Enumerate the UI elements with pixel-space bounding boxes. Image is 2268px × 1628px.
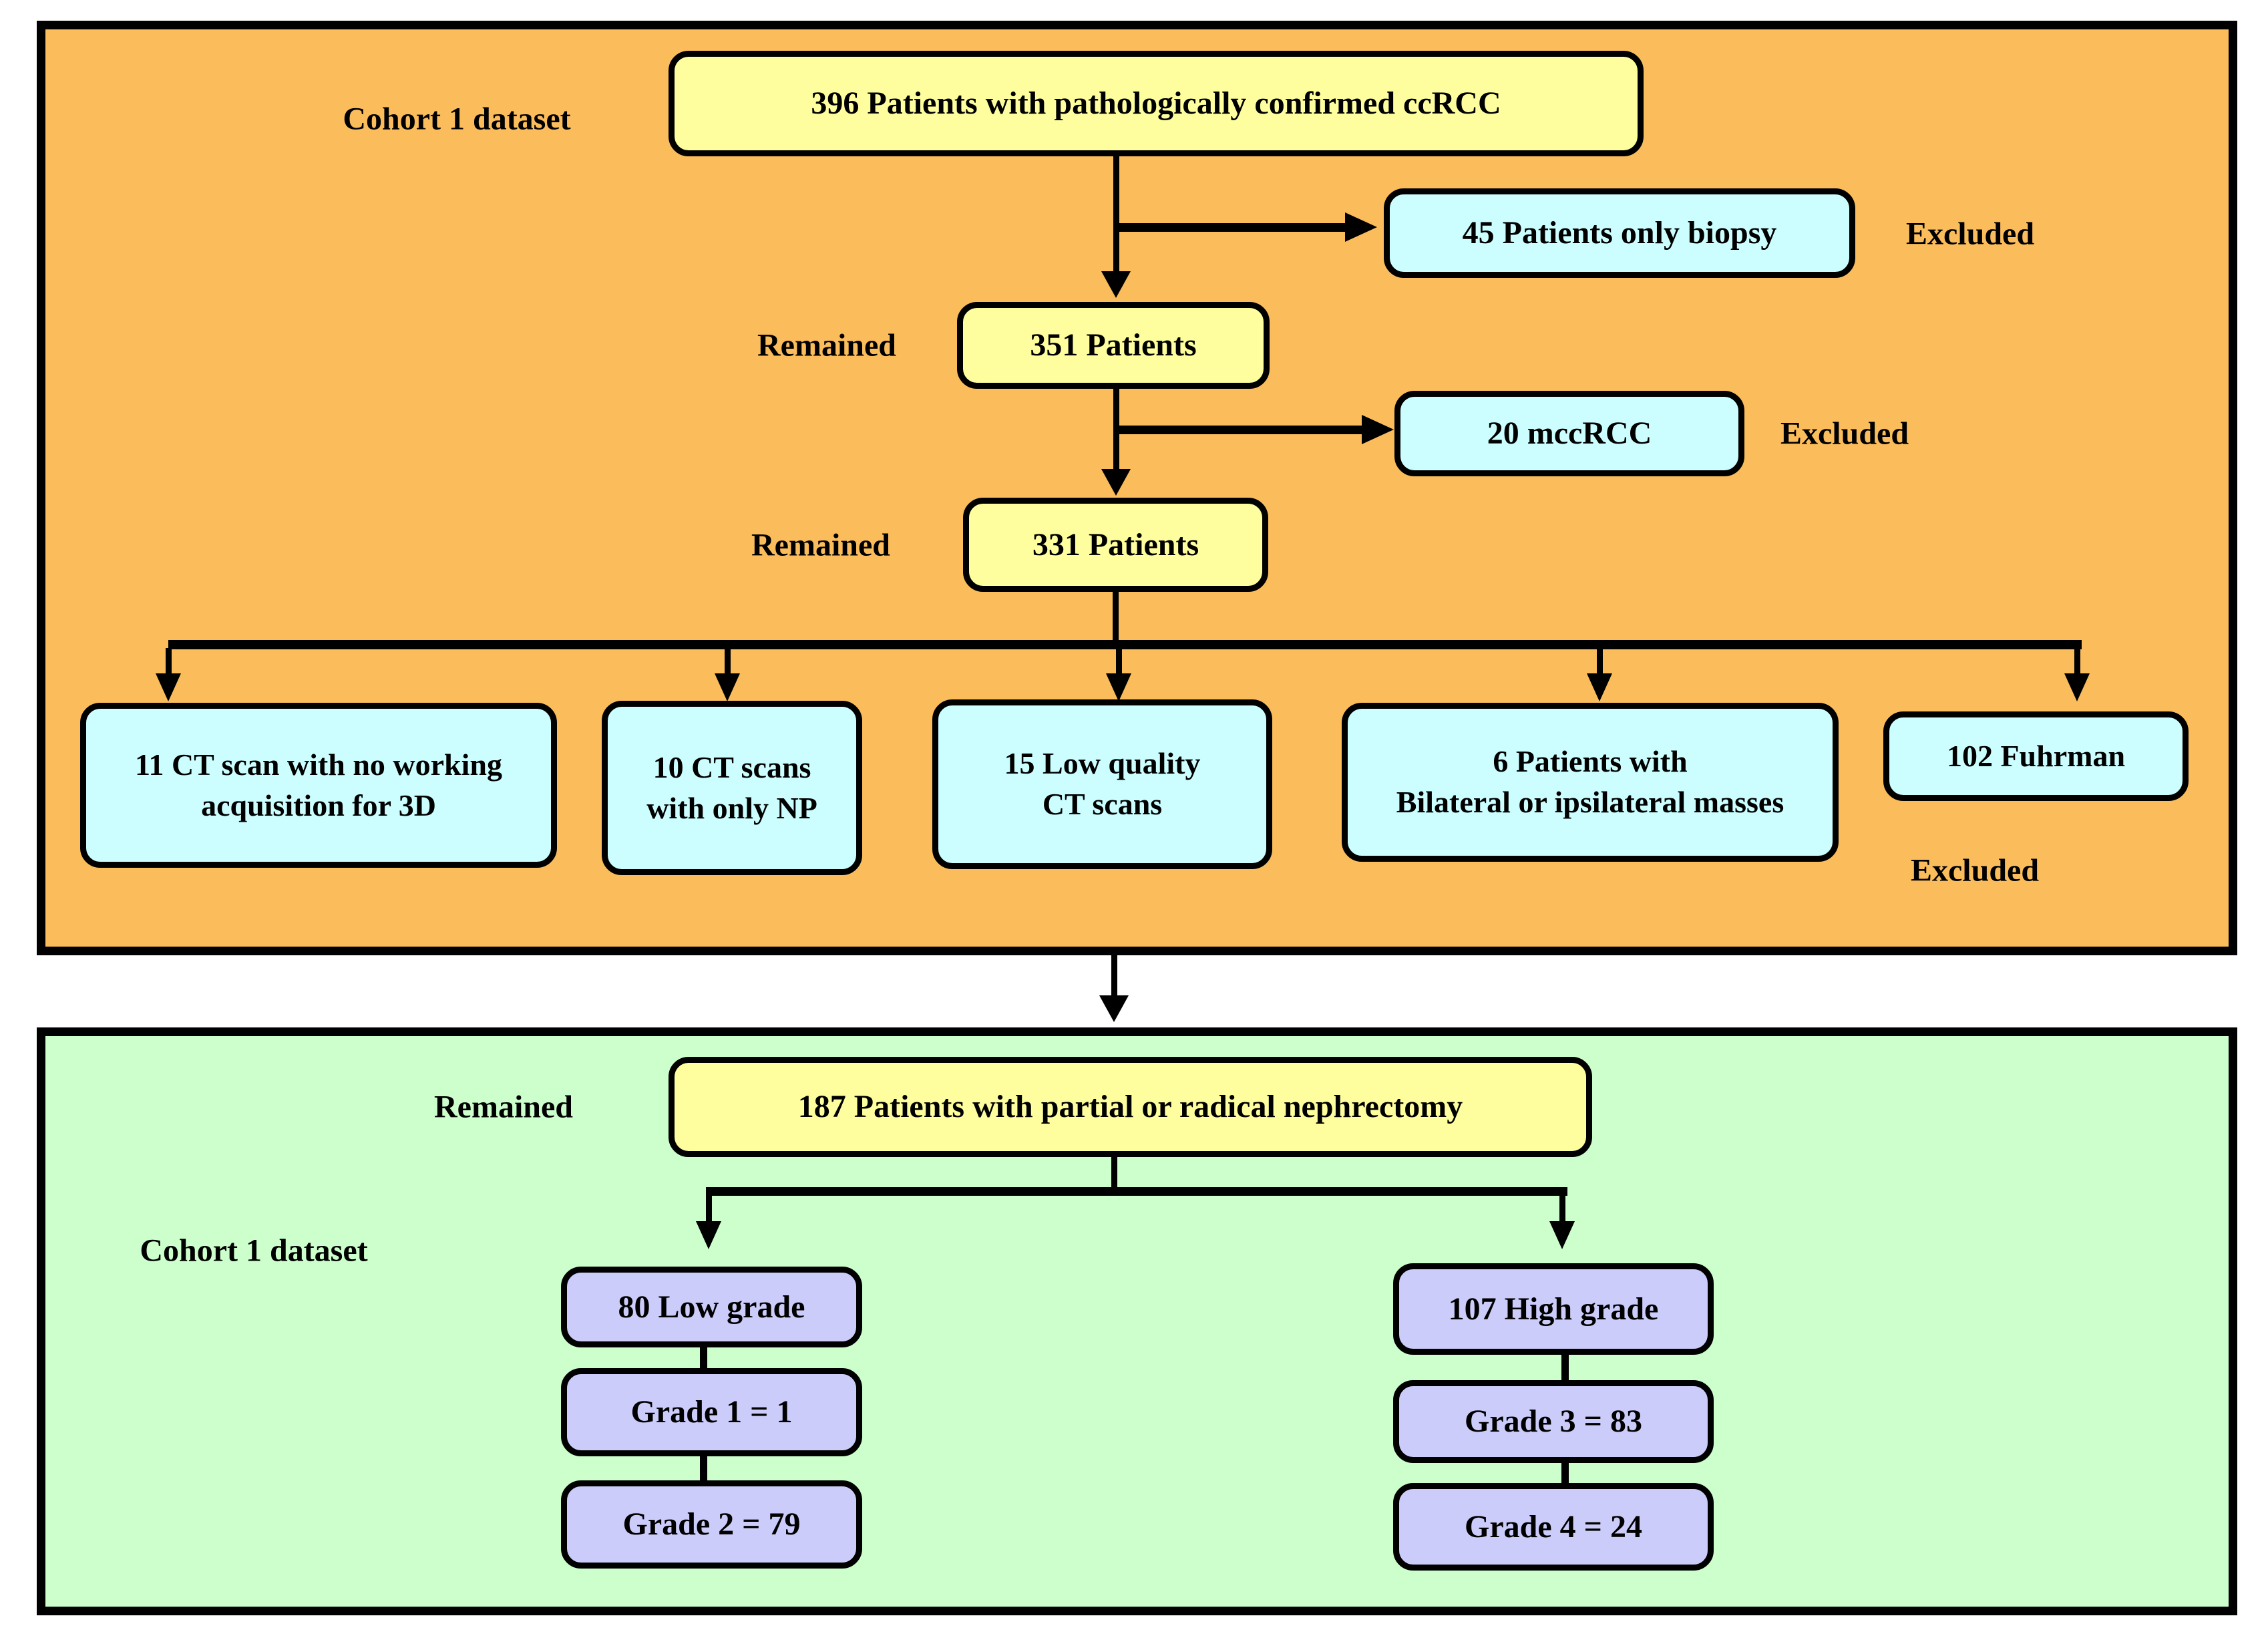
node-excl-bilateral: 6 Patients with Bilateral or ipsilateral…	[1342, 703, 1839, 862]
excluded-label-mccrcc: Excluded	[1780, 416, 1909, 452]
node-grade-3: Grade 3 = 83	[1393, 1380, 1714, 1463]
arrowhead-drop-1	[156, 673, 181, 701]
node-excl-only-np-line1: 10 CT scans	[652, 750, 811, 784]
node-grade-2-text: Grade 2 = 79	[622, 1506, 801, 1542]
node-excl-no-working-3d-line2: acquisition for 3D	[201, 788, 436, 822]
drop-line-3	[1116, 648, 1122, 676]
remained-label-331: Remained	[751, 527, 890, 563]
arrowhead-drop-3	[1106, 673, 1131, 701]
node-351-patients: 351 Patients	[957, 302, 1270, 389]
excluded-label-row: Excluded	[1910, 852, 2040, 888]
arrowhead-into-bottom-panel	[1099, 995, 1129, 1022]
node-351-patients-text: 351 Patients	[1030, 327, 1197, 363]
excluded-label-biopsy: Excluded	[1905, 216, 2035, 252]
branch-to-mccrcc	[1116, 426, 1363, 434]
node-excl-bilateral-line2: Bilateral or ipsilateral masses	[1396, 785, 1784, 819]
drop-line-4	[1597, 648, 1603, 676]
node-187-nephrectomy: 187 Patients with partial or radical nep…	[669, 1057, 1592, 1157]
stem-187-to-branch	[1111, 1156, 1117, 1187]
connector-high-grade-2	[1561, 1460, 1569, 1486]
connector-low-grade-1	[700, 1345, 707, 1371]
node-45-biopsy: 45 Patients only biopsy	[1384, 188, 1855, 278]
node-excl-low-quality-line1: 15 Low quality	[1004, 746, 1201, 781]
node-107-high-grade-text: 107 High grade	[1448, 1291, 1659, 1327]
node-excl-low-quality: 15 Low quality CT scans	[932, 699, 1272, 869]
arrowhead-drop-4	[1587, 673, 1612, 701]
node-80-low-grade: 80 Low grade	[561, 1267, 862, 1347]
node-excl-only-np-line2: with only NP	[646, 790, 817, 825]
arrowhead-into-mccrcc	[1362, 415, 1394, 444]
node-excl-only-np: 10 CT scans with only NP	[602, 701, 862, 875]
arrowhead-into-331	[1101, 469, 1131, 496]
node-45-biopsy-text: 45 Patients only biopsy	[1462, 215, 1777, 251]
stem-331-to-spreader	[1113, 591, 1119, 641]
grade-branch-line	[706, 1187, 1567, 1196]
drop-line-1	[166, 648, 172, 676]
node-excl-no-working-3d: 11 CT scan with no working acquisition f…	[80, 703, 557, 868]
drop-line-2	[725, 648, 731, 676]
node-80-low-grade-text: 80 Low grade	[618, 1289, 805, 1325]
node-excl-low-quality-line2: CT scans	[1042, 787, 1163, 821]
node-grade-1: Grade 1 = 1	[561, 1368, 862, 1456]
node-excl-fuhrman: 102 Fuhrman	[1883, 711, 2189, 801]
node-grade-4-text: Grade 4 = 24	[1465, 1508, 1642, 1544]
node-331-patients: 331 Patients	[963, 498, 1268, 592]
node-grade-1-text: Grade 1 = 1	[630, 1394, 793, 1430]
node-20-mccrcc: 20 mccRCC	[1394, 391, 1744, 476]
arrowhead-into-351	[1101, 271, 1131, 298]
arrowhead-drop-5	[2064, 673, 2090, 701]
connector-low-grade-2	[700, 1455, 707, 1483]
drop-line-low-grade	[706, 1196, 712, 1223]
remained-label-351: Remained	[757, 327, 896, 363]
node-grade-2: Grade 2 = 79	[561, 1480, 862, 1569]
node-grade-3-text: Grade 3 = 83	[1465, 1404, 1642, 1440]
arrowhead-drop-2	[715, 673, 740, 701]
branch-to-biopsy	[1116, 223, 1346, 232]
drop-line-5	[2074, 648, 2080, 676]
arrowhead-into-biopsy	[1345, 212, 1377, 242]
stem-panel-transition	[1111, 955, 1117, 998]
node-20-mccrcc-text: 20 mccRCC	[1487, 416, 1652, 452]
node-excl-fuhrman-line1: 102 Fuhrman	[1946, 738, 2126, 773]
node-excl-no-working-3d-line1: 11 CT scan with no working	[134, 747, 502, 782]
node-187-nephrectomy-text: 187 Patients with partial or radical nep…	[797, 1089, 1463, 1125]
connector-high-grade-1	[1561, 1352, 1569, 1383]
node-396-patients: 396 Patients with pathologically confirm…	[669, 51, 1644, 156]
bottom-dataset-label: Cohort 1 dataset	[140, 1233, 368, 1269]
exclusion-spreader-line	[168, 640, 2082, 649]
node-grade-4: Grade 4 = 24	[1393, 1483, 1714, 1571]
arrowhead-into-high-grade	[1549, 1221, 1575, 1249]
stem-396-to-351	[1113, 156, 1119, 274]
remained-label-187: Remained	[434, 1089, 573, 1125]
arrowhead-into-low-grade	[696, 1221, 721, 1249]
node-excl-bilateral-line1: 6 Patients with	[1493, 744, 1688, 779]
node-107-high-grade: 107 High grade	[1393, 1263, 1714, 1355]
node-396-patients-text: 396 Patients with pathologically confirm…	[811, 86, 1501, 122]
node-331-patients-text: 331 Patients	[1032, 526, 1199, 562]
top-dataset-label: Cohort 1 dataset	[343, 101, 571, 137]
drop-line-high-grade	[1559, 1196, 1565, 1223]
